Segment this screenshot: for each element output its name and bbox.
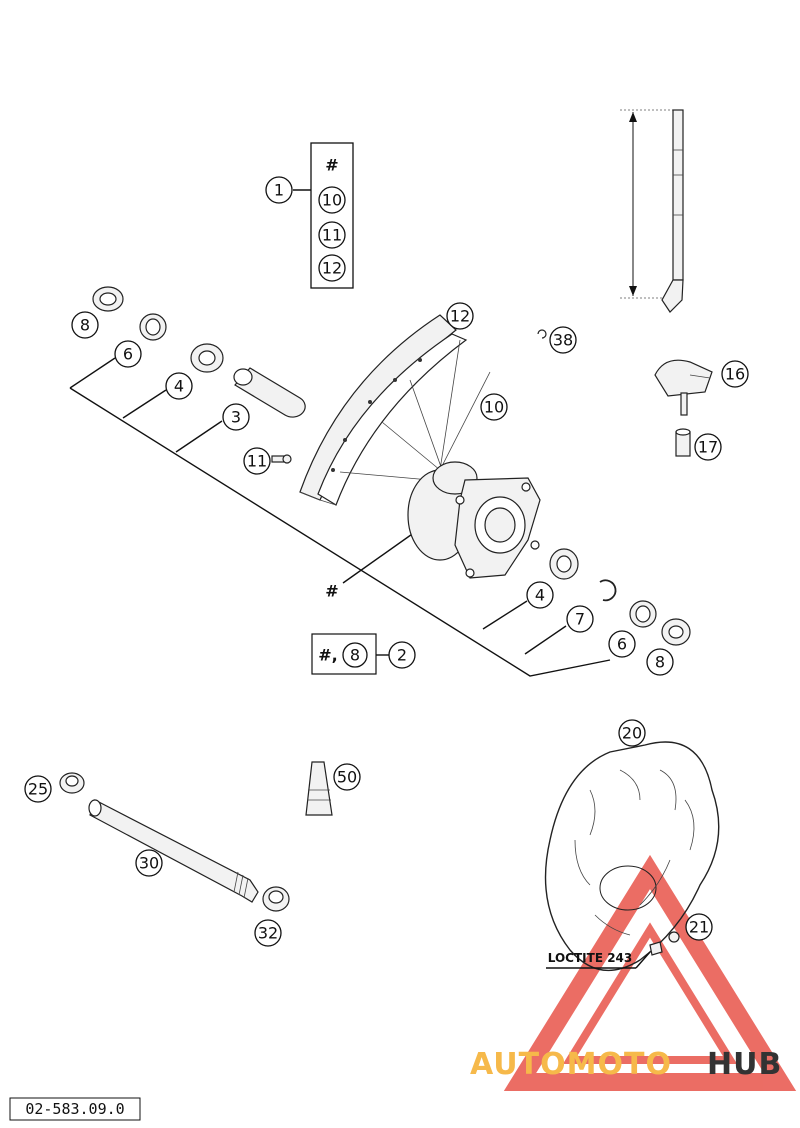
grease-50 (305, 761, 333, 816)
callout-2: 2 (388, 641, 416, 669)
clip-38 (537, 329, 547, 339)
callout-8a: 8 (71, 311, 99, 339)
kit-hash: # (325, 156, 338, 175)
seal-6-right (629, 600, 657, 628)
svg-text:6: 6 (617, 635, 627, 654)
nipple-11 (271, 454, 292, 464)
callout-6a: 6 (114, 340, 142, 368)
svg-text:25: 25 (28, 780, 48, 799)
watermark-logo: AUTOMOTO HUB (470, 1047, 782, 1082)
plug-32 (262, 886, 290, 912)
callout-20: 20 (618, 719, 646, 747)
svg-text:20: 20 (622, 724, 642, 743)
svg-text:12: 12 (450, 307, 470, 326)
svg-text:8: 8 (655, 653, 665, 672)
loctite-label: LOCTITE 243 (548, 951, 633, 965)
spacer-17 (675, 428, 691, 457)
callout-30: 30 (135, 849, 163, 877)
set-box-hash: #, (318, 646, 337, 665)
callout-1: 1 (265, 176, 293, 204)
callout-38: 38 (549, 326, 577, 354)
svg-text:30: 30 (139, 854, 159, 873)
callout-50: 50 (333, 763, 361, 791)
set-box-item: 8 (350, 646, 360, 665)
svg-text:7: 7 (575, 610, 585, 629)
watermark-triangle (503, 854, 797, 1091)
callout-4a: 4 (165, 372, 193, 400)
kit-item-10: 10 (322, 191, 342, 210)
svg-text:3: 3 (231, 408, 241, 427)
brake-disc-20 (544, 741, 720, 972)
spokes-10 (339, 339, 491, 481)
drawing-code: 02-583.09.0 (25, 1100, 124, 1118)
watermark-text-hub: HUB (707, 1047, 782, 1082)
svg-text:16: 16 (725, 365, 745, 384)
hub-hash-label: # (325, 582, 338, 601)
drawing-code-box: 02-583.09.0 (9, 1097, 141, 1121)
svg-text:1: 1 (274, 181, 284, 200)
circlip-7 (599, 579, 617, 602)
svg-text:32: 32 (258, 924, 278, 943)
hub (407, 461, 541, 579)
callout-17: 17 (694, 433, 722, 461)
callout-11: 11 (243, 447, 271, 475)
seal-8-left (92, 286, 124, 312)
kit-item-11: 11 (322, 226, 342, 245)
spacer-3 (233, 367, 306, 418)
callout-21: 21 (685, 913, 713, 941)
bolt-21 (649, 931, 680, 956)
callout-10: 10 (480, 393, 508, 421)
callout-8b: 8 (646, 648, 674, 676)
svg-text:21: 21 (689, 918, 709, 937)
svg-text:11: 11 (247, 452, 267, 471)
callout-7: 7 (566, 605, 594, 633)
callout-32: 32 (254, 919, 282, 947)
bearing-4-left (190, 343, 224, 373)
rim-12 (299, 314, 468, 506)
bearing-4-right (549, 548, 579, 580)
svg-text:38: 38 (553, 331, 573, 350)
loctite-leader (635, 951, 651, 969)
svg-text:17: 17 (698, 438, 718, 457)
spoke-tool (620, 109, 684, 313)
nut-25 (59, 772, 85, 794)
svg-text:2: 2 (397, 646, 407, 665)
kit-item-12: 12 (322, 259, 342, 278)
callout-4b: 4 (526, 581, 554, 609)
valve-cap-16 (654, 359, 713, 416)
callout-16: 16 (721, 360, 749, 388)
seal-8-right (661, 618, 691, 646)
axle-30 (88, 799, 259, 903)
watermark-text-automoto: AUTOMOTO (470, 1047, 672, 1082)
seal-6-left (139, 313, 167, 341)
callout-25: 25 (24, 775, 52, 803)
callout-3: 3 (222, 403, 250, 431)
set-box: #, 8 (311, 633, 389, 675)
svg-text:4: 4 (535, 586, 545, 605)
callout-12: 12 (446, 302, 474, 330)
svg-text:4: 4 (174, 377, 184, 396)
kit-box: # 10 11 12 (293, 142, 354, 289)
svg-text:6: 6 (123, 345, 133, 364)
svg-text:8: 8 (80, 316, 90, 335)
callout-6b: 6 (608, 630, 636, 658)
svg-text:10: 10 (484, 398, 504, 417)
svg-text:50: 50 (337, 768, 357, 787)
